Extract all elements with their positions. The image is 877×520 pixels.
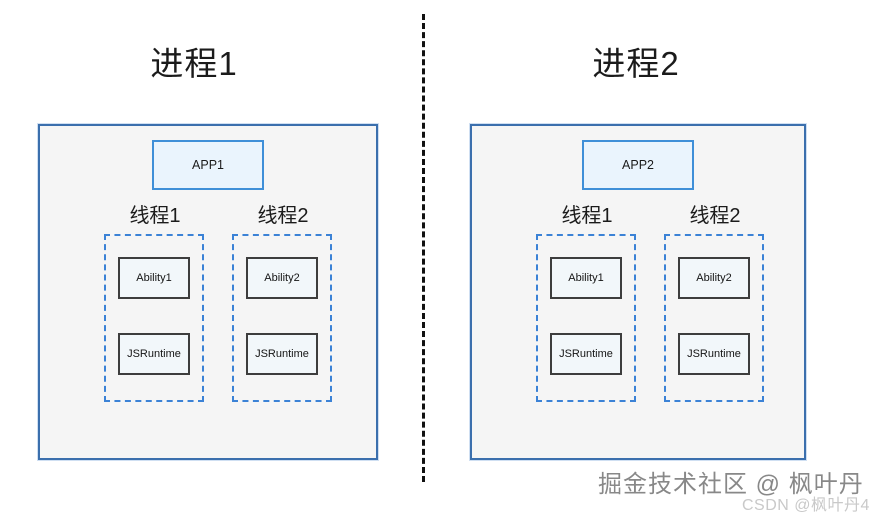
thread-label-1-2: 线程2 — [257, 205, 309, 227]
watermark-juejin: 掘金技术社区 @ 枫叶丹 — [598, 471, 864, 498]
component-box-jsruntime: JSRuntime — [246, 333, 318, 375]
process-separator-line — [422, 14, 425, 482]
component-box-ability: Ability2 — [246, 257, 318, 299]
component-box-jsruntime: JSRuntime — [678, 333, 750, 375]
component-box-ability: Ability1 — [550, 257, 622, 299]
component-box-jsruntime: JSRuntime — [550, 333, 622, 375]
process-panel-1: APP1 线程1 线程2 Ability1 JSRuntime Ability2… — [38, 124, 378, 460]
thread-box-1-2: Ability2 JSRuntime — [232, 234, 332, 402]
process-panel-2: APP2 线程1 线程2 Ability1 JSRuntime Ability2… — [470, 124, 806, 460]
thread-box-2-1: Ability1 JSRuntime — [536, 234, 636, 402]
thread-label-1-1: 线程1 — [129, 205, 181, 227]
app-box-2: APP2 — [582, 140, 694, 190]
component-box-ability: Ability2 — [678, 257, 750, 299]
thread-box-2-2: Ability2 JSRuntime — [664, 234, 764, 402]
component-box-jsruntime: JSRuntime — [118, 333, 190, 375]
app-box-1: APP1 — [152, 140, 264, 190]
thread-label-2-2: 线程2 — [689, 205, 741, 227]
component-box-ability: Ability1 — [118, 257, 190, 299]
thread-label-2-1: 线程1 — [561, 205, 613, 227]
thread-box-1-1: Ability1 JSRuntime — [104, 234, 204, 402]
process-title-1: 进程1 — [150, 45, 238, 82]
process-column-2: 进程2 APP2 线程1 线程2 Ability1 JSRuntime Abil… — [440, 0, 840, 520]
process-title-2: 进程2 — [592, 45, 680, 82]
process-column-1: 进程1 APP1 线程1 线程2 Ability1 JSRuntime Abil… — [10, 0, 410, 520]
watermark-csdn: CSDN @枫叶丹4 — [742, 497, 870, 514]
